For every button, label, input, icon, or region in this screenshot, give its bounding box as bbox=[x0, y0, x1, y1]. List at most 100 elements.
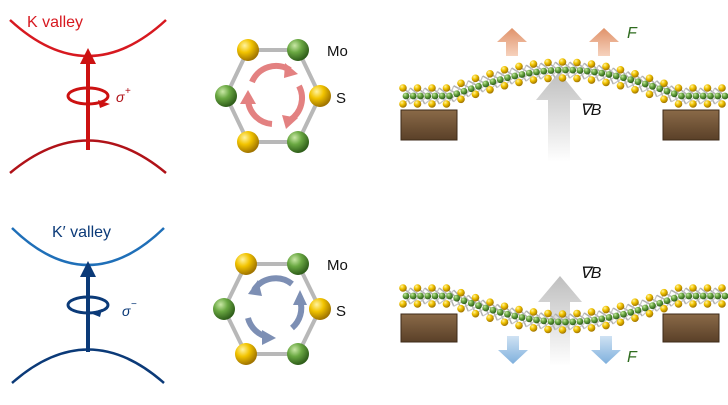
membrane-mo-atom bbox=[656, 85, 664, 93]
membrane-s-atom bbox=[674, 300, 683, 308]
rotation-arrowhead bbox=[240, 90, 256, 104]
membrane-s-atom bbox=[602, 78, 610, 87]
k-prime-valence-band bbox=[11, 348, 165, 384]
sigma-minus-label: σ bbox=[122, 303, 131, 319]
membrane-s-atom bbox=[413, 100, 422, 108]
membrane-mo-atom bbox=[612, 72, 620, 80]
membrane-s-atom bbox=[544, 325, 552, 334]
membrane-mo-atom bbox=[460, 87, 468, 95]
resonator-bottom: ∇B F bbox=[399, 265, 728, 366]
mo-label: Mo bbox=[327, 43, 348, 60]
molybdenum-atom bbox=[287, 39, 309, 61]
membrane-s-atom bbox=[457, 79, 465, 88]
membrane-s-atom bbox=[529, 324, 538, 332]
membrane-mo-atom bbox=[475, 82, 482, 90]
membrane-s-atom bbox=[703, 300, 712, 308]
membrane-mo-atom bbox=[634, 78, 642, 86]
membrane-s-atom bbox=[616, 318, 625, 327]
membrane-s-atom bbox=[413, 284, 422, 292]
molybdenum-atom bbox=[287, 131, 309, 153]
membrane-mo-atom bbox=[540, 317, 548, 325]
membrane-mo-atom bbox=[576, 318, 584, 325]
membrane-s-atom bbox=[631, 298, 639, 307]
membrane-s-atom bbox=[399, 100, 407, 108]
membrane-s-atom bbox=[558, 310, 567, 318]
rotation-arc bbox=[288, 84, 305, 123]
membrane-mo-atom bbox=[656, 299, 664, 307]
membrane-mo-atom bbox=[489, 78, 497, 86]
membrane-s-atom bbox=[718, 84, 726, 92]
membrane-mo-atom bbox=[692, 292, 700, 300]
membrane-s-atom bbox=[703, 284, 712, 292]
membrane-mo-atom bbox=[475, 302, 482, 310]
membrane-s-atom bbox=[718, 284, 726, 292]
membrane-mo-atom bbox=[663, 87, 671, 95]
membrane-s-atom bbox=[500, 318, 509, 327]
force-label: F bbox=[627, 349, 638, 366]
membrane-s-atom bbox=[689, 84, 697, 92]
gradient-label: ∇B bbox=[580, 102, 602, 119]
k-valley-band-diagram: K valley σ + bbox=[9, 14, 167, 174]
membrane-mo-atom bbox=[699, 92, 707, 100]
membrane-s-atom bbox=[500, 65, 509, 74]
membrane-mo-atom bbox=[663, 297, 671, 305]
membrane-mo-atom bbox=[583, 67, 591, 75]
resonator-top: ∇B F bbox=[399, 25, 728, 162]
membrane-s-atom bbox=[457, 95, 465, 104]
membrane-s-atom bbox=[645, 309, 654, 318]
membrane-s-atom bbox=[718, 300, 726, 308]
rotation-arrowhead bbox=[284, 63, 298, 78]
membrane-mo-atom bbox=[417, 92, 424, 100]
membrane-mo-atom bbox=[438, 92, 446, 100]
membrane-s-atom bbox=[428, 100, 436, 108]
membrane-s-atom bbox=[674, 284, 683, 292]
membrane-s-atom bbox=[544, 74, 552, 83]
membrane-s-atom bbox=[442, 300, 451, 308]
membrane-s-atom bbox=[645, 74, 654, 83]
support-block-right bbox=[662, 313, 720, 343]
membrane-s-atom bbox=[573, 309, 581, 318]
support-block-right bbox=[662, 109, 720, 141]
molybdenum-atom bbox=[213, 298, 235, 320]
membrane-s-atom bbox=[674, 84, 683, 92]
membrane-mo-atom bbox=[721, 292, 728, 300]
k-prime-valley-label: K′ valley bbox=[52, 224, 111, 241]
mos2-membrane-bowed-up bbox=[399, 58, 728, 108]
membrane-mo-atom bbox=[417, 292, 424, 300]
membrane-s-atom bbox=[660, 95, 668, 104]
membrane-s-atom bbox=[573, 58, 581, 67]
membrane-mo-atom bbox=[518, 314, 526, 321]
membrane-mo-atom bbox=[576, 67, 584, 74]
membrane-mo-atom bbox=[591, 316, 598, 324]
mo-label: Mo bbox=[327, 257, 348, 274]
membrane-mo-atom bbox=[714, 292, 722, 300]
rotation-arrowhead bbox=[282, 115, 298, 129]
membrane-mo-atom bbox=[620, 74, 627, 82]
membrane-s-atom bbox=[616, 65, 625, 74]
field-gradient-arrow-up bbox=[536, 72, 582, 162]
membrane-mo-atom bbox=[460, 297, 468, 305]
membrane-s-atom bbox=[674, 100, 683, 108]
membrane-s-atom bbox=[573, 74, 581, 83]
membrane-mo-atom bbox=[438, 292, 446, 300]
membrane-s-atom bbox=[471, 90, 480, 99]
k-prime-transition-arrowhead bbox=[80, 261, 96, 277]
membrane-mo-atom bbox=[533, 316, 540, 324]
sigma-minus-sign: − bbox=[131, 299, 137, 310]
membrane-mo-atom bbox=[409, 92, 417, 100]
membrane-mo-atom bbox=[678, 92, 685, 100]
membrane-mo-atom bbox=[612, 312, 620, 320]
membrane-s-atom bbox=[500, 302, 509, 311]
membrane-s-atom bbox=[486, 69, 494, 78]
membrane-mo-atom bbox=[569, 66, 577, 74]
membrane-mo-atom bbox=[496, 76, 504, 84]
membrane-mo-atom bbox=[678, 292, 685, 300]
rotation-arrowhead bbox=[262, 330, 276, 345]
membrane-s-atom bbox=[558, 326, 567, 334]
membrane-mo-atom bbox=[670, 90, 678, 98]
membrane-mo-atom bbox=[699, 292, 707, 300]
membrane-mo-atom bbox=[402, 292, 410, 300]
membrane-mo-atom bbox=[482, 304, 490, 312]
membrane-s-atom bbox=[399, 84, 407, 92]
membrane-s-atom bbox=[457, 304, 465, 313]
